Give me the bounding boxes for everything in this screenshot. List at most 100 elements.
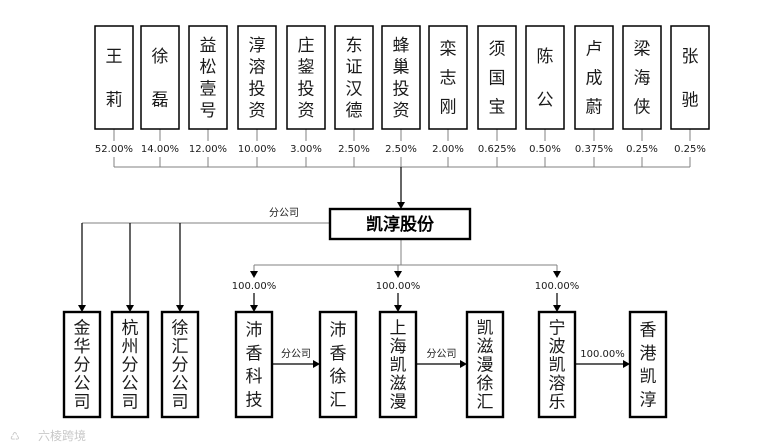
subsidiary-child-relation: 分公司 bbox=[281, 348, 311, 360]
shareholder-box bbox=[622, 25, 662, 130]
shareholder-name-char: 磊 bbox=[152, 90, 169, 110]
shareholder-name: 梁海侠 bbox=[634, 40, 651, 118]
branch-box bbox=[110, 310, 150, 419]
branch-name-char: 司 bbox=[74, 393, 91, 413]
subsidiary-arrow-icon bbox=[553, 305, 561, 312]
shareholder-name-char: 公 bbox=[537, 90, 554, 110]
subsidiary-name-char: 海 bbox=[390, 337, 407, 357]
subsidiary-child-box bbox=[465, 310, 505, 419]
shareholder-box bbox=[334, 25, 374, 130]
subsidiary-name-char: 滋 bbox=[390, 374, 407, 394]
subsidiary-name-char: 科 bbox=[246, 367, 263, 387]
shareholder-percent: 10.00% bbox=[238, 144, 276, 155]
shareholder-name-char: 资 bbox=[298, 101, 315, 121]
shareholder-name-char: 溶 bbox=[249, 58, 266, 78]
subsidiary-child-box bbox=[318, 310, 358, 419]
subsidiary-child-name-char: 淳 bbox=[640, 390, 657, 410]
subsidiary-child-name-char: 香 bbox=[640, 321, 657, 341]
branch-name-char: 汇 bbox=[172, 337, 189, 357]
subsidiary-child-name-char: 汇 bbox=[330, 390, 347, 410]
shareholder-box bbox=[140, 25, 180, 130]
subsidiary-child-name-char: 凯 bbox=[640, 367, 657, 387]
shareholder-name-char: 陈 bbox=[537, 47, 554, 67]
shareholder-name-char: 资 bbox=[393, 101, 410, 121]
branch-name-char: 徐 bbox=[172, 318, 189, 338]
shareholder-name-char: 蔚 bbox=[586, 98, 603, 118]
subsidiary-child-name-char: 沛 bbox=[330, 321, 347, 341]
subsidiary-child-arrow-icon bbox=[460, 360, 467, 368]
watermark: ♺ 六棱跨境 bbox=[10, 428, 86, 443]
connector-lines bbox=[78, 129, 691, 368]
subsidiary-percent: 100.00% bbox=[376, 281, 421, 292]
shareholder-percent: 2.50% bbox=[338, 144, 370, 155]
subsidiary-child-name-char: 徐 bbox=[330, 367, 347, 387]
shareholder-name-char: 侠 bbox=[634, 98, 651, 118]
shareholder-percent: 0.625% bbox=[478, 144, 516, 155]
shareholder-name-char: 投 bbox=[393, 79, 410, 99]
shareholder-box bbox=[670, 25, 710, 130]
shareholder-name-char: 投 bbox=[249, 79, 266, 99]
shareholder-name-char: 庄 bbox=[298, 36, 315, 56]
company-box bbox=[328, 207, 472, 241]
shareholder-name-char: 益 bbox=[200, 36, 217, 56]
subsidiary-name-char: 漫 bbox=[390, 393, 407, 413]
subsidiary-arrow-icon bbox=[394, 271, 402, 278]
shareholder-node: 张驰0.25% bbox=[670, 25, 710, 155]
shareholder-name-char: 国 bbox=[489, 69, 506, 89]
shareholder-node: 陈公0.50% bbox=[525, 25, 565, 155]
shareholder-name-char: 资 bbox=[249, 101, 266, 121]
subsidiary-name-char: 技 bbox=[246, 390, 263, 410]
company-name: 凯淳股份 bbox=[366, 214, 435, 235]
shareholder-percent: 2.50% bbox=[385, 144, 417, 155]
shareholder-name-char: 东 bbox=[346, 36, 363, 56]
subsidiary-box bbox=[378, 310, 418, 419]
shareholder-name-char: 卢 bbox=[586, 40, 603, 60]
subsidiary-child-arrow-icon bbox=[623, 360, 630, 368]
shareholder-node: 徐磊 14.00% bbox=[140, 25, 180, 155]
branch-arrow-icon bbox=[126, 305, 134, 312]
shareholder-node: 须国宝 0.625% bbox=[477, 25, 517, 155]
subsidiary-name-char: 宁 bbox=[549, 318, 566, 338]
shareholder-name-char: 莉 bbox=[106, 90, 123, 110]
shareholder-name: 须国宝 bbox=[489, 40, 506, 118]
subsidiary-child-name-char: 汇 bbox=[477, 393, 494, 413]
shareholder-name: 张驰 bbox=[682, 47, 699, 111]
subsidiary-child-relation: 分公司 bbox=[427, 348, 457, 360]
shareholder-name-char: 须 bbox=[489, 40, 506, 60]
subsidiary-child-name-char: 漫 bbox=[477, 356, 494, 376]
subsidiary-child-name-char: 香 bbox=[330, 344, 347, 364]
shareholder-name: 陈公 bbox=[537, 47, 554, 111]
subsidiary-child-arrow-icon bbox=[313, 360, 320, 368]
shareholder-box bbox=[188, 25, 228, 130]
shareholder-box bbox=[94, 25, 134, 130]
shareholder-percent: 14.00% bbox=[141, 144, 179, 155]
branch-box bbox=[160, 310, 200, 419]
subsidiary-name-char: 乐 bbox=[549, 393, 566, 413]
subsidiary-child-box bbox=[628, 310, 668, 419]
shareholder-name-char: 宝 bbox=[489, 98, 506, 118]
branch-name-char: 杭 bbox=[122, 318, 139, 338]
subsidiary-child-name-char: 凯 bbox=[477, 318, 494, 338]
shareholder-percent: 12.00% bbox=[189, 144, 227, 155]
shareholder-name-char: 松 bbox=[200, 58, 217, 78]
branch-name-char: 公 bbox=[74, 374, 91, 394]
shareholder-name: 徐磊 bbox=[152, 47, 169, 111]
shareholder-name-char: 壹 bbox=[200, 79, 217, 99]
subsidiary-name-char: 香 bbox=[246, 344, 263, 364]
subsidiary-name-char: 上 bbox=[390, 318, 407, 338]
